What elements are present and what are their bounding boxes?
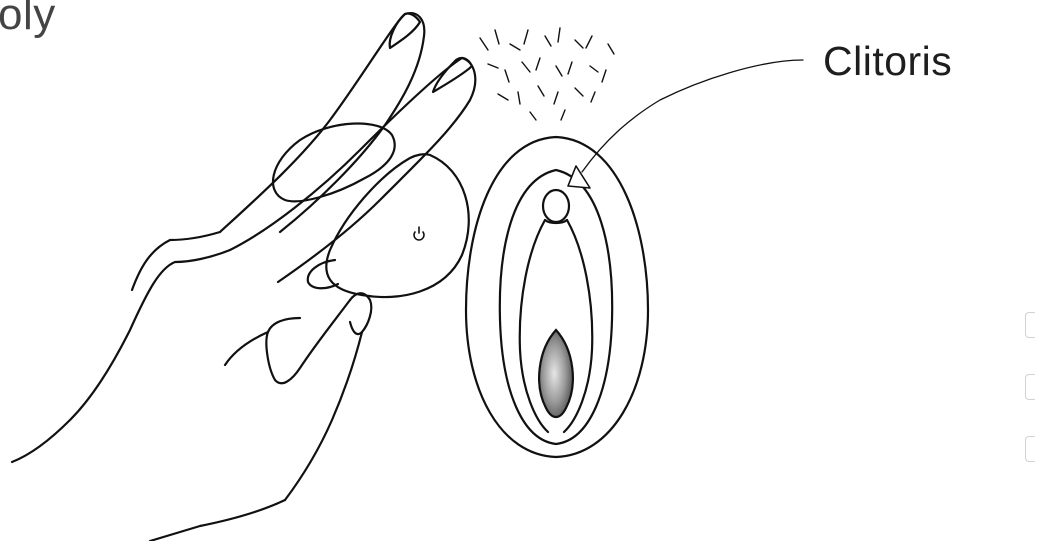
side-control-1[interactable] (1025, 312, 1035, 338)
hair-strokes (480, 28, 614, 120)
power-icon (414, 227, 424, 240)
side-controls (1025, 312, 1038, 462)
hand-illustration (12, 13, 475, 541)
vaginal-opening (539, 330, 573, 417)
side-control-2[interactable] (1025, 374, 1035, 400)
side-control-3[interactable] (1025, 436, 1035, 462)
